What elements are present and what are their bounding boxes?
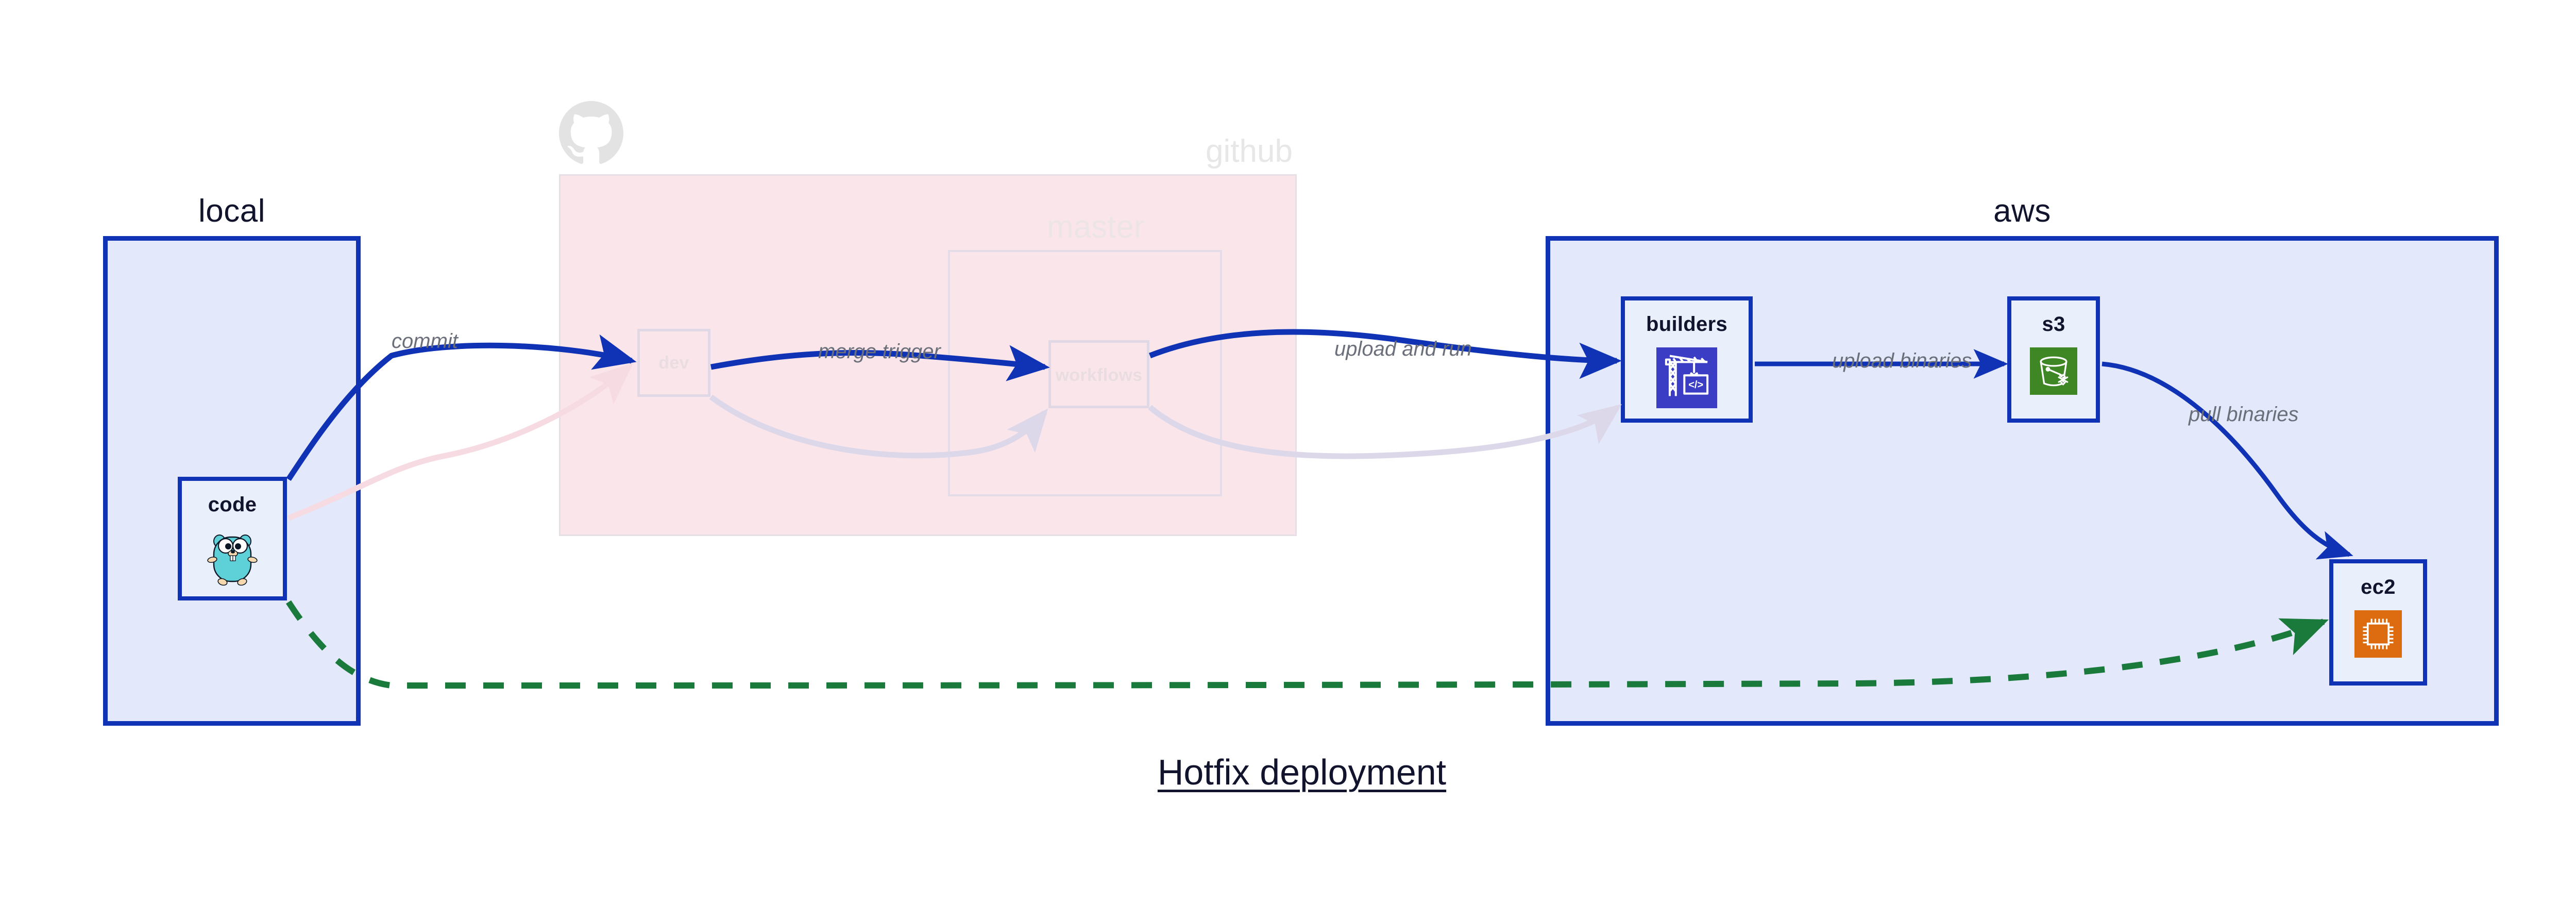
edge-label-merge-trigger: merge trigger bbox=[818, 340, 941, 363]
node-s3[interactable]: s3 bbox=[2007, 296, 2100, 423]
github-octocat-icon bbox=[559, 101, 623, 165]
cpu-chip-icon bbox=[2354, 610, 2402, 658]
crane-code-icon: </> bbox=[1656, 347, 1717, 408]
node-dev-label: dev bbox=[658, 353, 689, 373]
edge-label-commit: commit bbox=[392, 330, 458, 353]
edge-label-upload-and-run: upload and run bbox=[1334, 338, 1472, 360]
node-builders[interactable]: builders bbox=[1621, 296, 1753, 423]
cluster-github-label: github bbox=[1206, 133, 1293, 169]
go-gopher-icon bbox=[206, 528, 259, 592]
cluster-aws-label: aws bbox=[1993, 193, 2051, 229]
edge-label-pull-binaries: pull binaries bbox=[2189, 403, 2299, 426]
cluster-local-label: local bbox=[198, 193, 265, 229]
svg-text:</>: </> bbox=[1688, 379, 1703, 391]
cluster-master-label: master bbox=[1047, 209, 1145, 245]
node-s3-label: s3 bbox=[2042, 313, 2065, 336]
node-dev[interactable]: dev bbox=[637, 329, 710, 397]
diagram-title: Hotfix deployment bbox=[1157, 752, 1447, 792]
node-workflows[interactable]: workflows bbox=[1048, 340, 1149, 408]
node-code-label: code bbox=[208, 493, 257, 516]
node-code[interactable]: code bbox=[178, 477, 287, 600]
edge-label-upload-binaries: upload binaries bbox=[1832, 349, 1972, 372]
node-builders-label: builders bbox=[1646, 313, 1727, 336]
node-ec2[interactable]: ec2 bbox=[2329, 559, 2427, 686]
node-workflows-label: workflows bbox=[1055, 365, 1143, 385]
s3-bucket-icon bbox=[2030, 347, 2077, 395]
cluster-master bbox=[948, 250, 1222, 496]
node-ec2-label: ec2 bbox=[2361, 576, 2396, 598]
